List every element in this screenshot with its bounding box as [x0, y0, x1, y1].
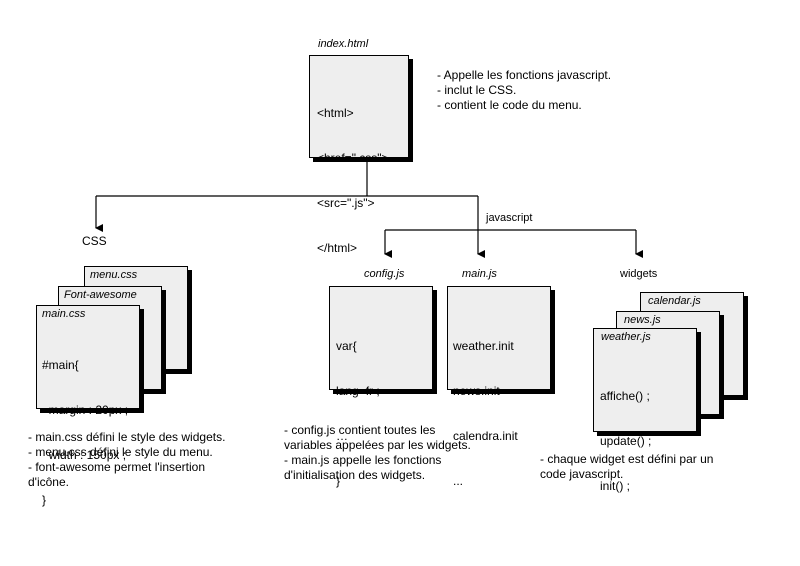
config-code-line: lang=fr ; — [336, 384, 380, 398]
main-js-box: weather.init news.init calendra.init ... — [447, 286, 551, 488]
config-code-line: … — [336, 429, 348, 443]
css-note: - menu.css défini le style du menu. — [28, 445, 213, 459]
config-code-line: var{ — [336, 339, 357, 353]
menu-css-title: menu.css — [90, 269, 138, 281]
main-css-code-line: #main{ — [42, 358, 79, 372]
weather-js-code-line: affiche() ; — [600, 389, 650, 403]
js-notes: - config.js contient toutes les variable… — [284, 423, 471, 483]
weather-js-code-line: init() ; — [600, 479, 630, 493]
js-note: - main.js appelle les fonctions — [284, 453, 442, 467]
widgets-label: widgets — [620, 268, 658, 280]
main-css-title: main.css — [42, 308, 86, 320]
javascript-label: javascript — [486, 212, 533, 224]
index-code-line: </html> — [317, 241, 358, 255]
widgets-notes: - chaque widget est défini par un code j… — [540, 452, 713, 482]
css-label: CSS — [82, 234, 107, 248]
main-css-code-line: margin : 20px ; — [42, 403, 129, 417]
main-js-title: main.js — [462, 268, 497, 280]
weather-js-title: weather.js — [601, 331, 651, 343]
js-note: - config.js contient toutes les — [284, 423, 436, 437]
weather-js-code: affiche() ; update() ; init() ; — [600, 359, 651, 524]
weather-js-code-line: update() ; — [600, 434, 652, 448]
index-box: <html> <href=".css"> <src=".js"> </html> — [309, 55, 409, 255]
config-title: config.js — [364, 268, 405, 280]
widgets-note: code javascript. — [540, 467, 624, 481]
main-css-box: main.css #main{ margin : 20px ; width : … — [36, 305, 140, 507]
main-js-code-line: weather.init — [453, 339, 514, 353]
main-css-code-line: } — [42, 493, 47, 507]
index-code-line: <html> — [317, 106, 354, 120]
css-note: d'icône. — [28, 475, 69, 489]
main-css-code-line: width : 150px ; — [42, 448, 127, 462]
main-js-code-line: calendra.init — [453, 429, 518, 443]
js-note: d'initialisation des widgets. — [284, 468, 426, 482]
config-code-line: } — [336, 474, 341, 488]
main-css-code: #main{ margin : 20px ; width : 150px ; } — [42, 328, 128, 538]
news-js-title: news.js — [624, 314, 661, 326]
index-note: - Appelle les fonctions javascript. — [437, 68, 612, 82]
index-notes: - Appelle les fonctions javascript. - in… — [437, 68, 611, 113]
index-code-line: <src=".js"> — [317, 196, 375, 210]
weather-js-box: weather.js affiche() ; update() ; init()… — [593, 328, 697, 493]
main-js-code-line: ... — [453, 474, 464, 488]
font-awesome-title: Font-awesome — [64, 289, 137, 301]
index-note: - contient le code du menu. — [437, 98, 582, 112]
calendar-js-title: calendar.js — [648, 295, 701, 307]
index-code: <html> <href=".css"> <src=".js"> </html> — [317, 76, 389, 286]
main-js-code-line: news.init — [453, 384, 500, 398]
main-js-code: weather.init news.init calendra.init ... — [453, 309, 518, 519]
index-note: - inclut le CSS. — [437, 83, 517, 97]
index-code-line: <href=".css"> — [317, 151, 389, 165]
config-box: var{ lang=fr ; … } — [329, 286, 433, 488]
js-note: variables appelées par les widgets. — [284, 438, 471, 452]
config-code: var{ lang=fr ; … } — [336, 309, 380, 519]
index-title: index.html — [318, 38, 369, 50]
css-notes: - main.css défini le style des widgets. … — [28, 430, 225, 490]
widgets-note: - chaque widget est défini par un — [540, 452, 714, 466]
css-note: - main.css défini le style des widgets. — [28, 430, 226, 444]
css-note: - font-awesome permet l'insertion — [28, 460, 206, 474]
